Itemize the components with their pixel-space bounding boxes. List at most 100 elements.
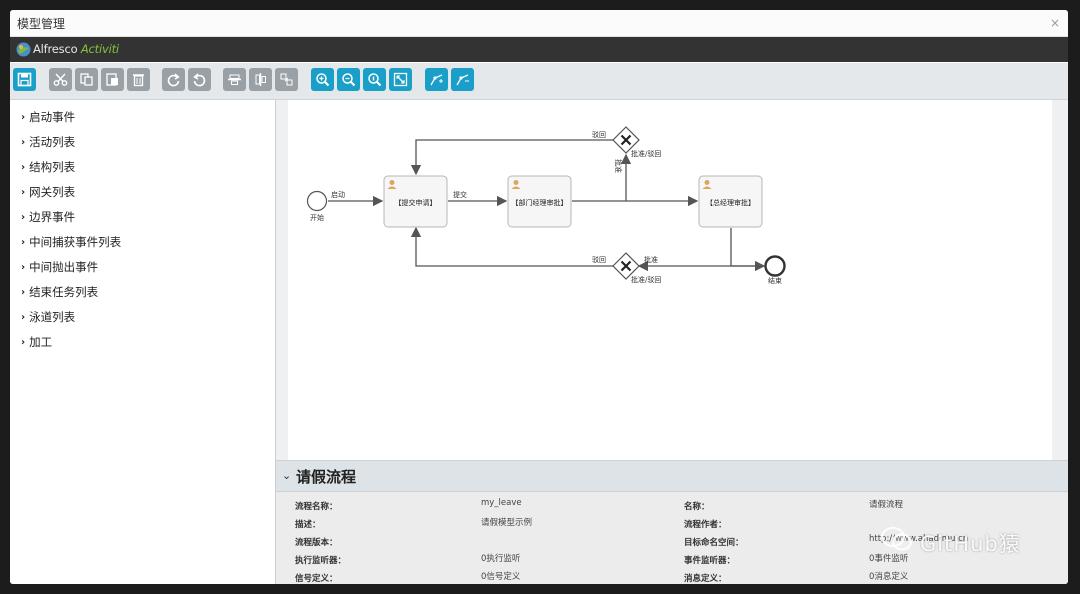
properties-panel: ⌄ 请假流程 流程名称： my_leave 名称： 请假流程 描述： 请假模型示… <box>276 460 1068 584</box>
task-label: 【提交申请】 <box>395 198 437 207</box>
flow-label-approve-reject-bottom: 批准/驳回 <box>631 275 661 284</box>
end-event[interactable] <box>764 255 786 277</box>
task-label: 【部门经理审批】 <box>512 198 568 207</box>
sidebar-item-artifacts[interactable]: ›加工 <box>21 333 52 351</box>
sidebar-item-label: 中间捕获事件列表 <box>29 235 122 249</box>
copy-icon <box>80 73 93 86</box>
same-size-button[interactable] <box>275 68 298 91</box>
prop-value-name[interactable]: 请假流程 <box>869 500 904 510</box>
sidebar-item-end-events[interactable]: ›结束任务列表 <box>21 283 98 301</box>
exclusive-gateway-bottom[interactable] <box>612 252 640 280</box>
chevron-down-icon[interactable]: ⌄ <box>282 469 292 482</box>
prop-label-name: 名称： <box>684 502 710 512</box>
chevron-right-icon: › <box>21 186 26 198</box>
prop-value-process-id[interactable]: my_leave <box>481 498 522 508</box>
sidebar-item-label: 加工 <box>29 335 53 349</box>
prop-label-event-listeners: 事件监听器： <box>684 556 736 566</box>
task-general-manager[interactable]: 【总经理审批】 <box>698 175 763 228</box>
sidebar-item-label: 结构列表 <box>29 160 76 174</box>
sidebar-item-swimlanes[interactable]: ›泳道列表 <box>21 308 75 326</box>
task-label: 【总经理审批】 <box>706 198 755 207</box>
delete-icon <box>133 74 144 87</box>
wechat-watermark-icon <box>881 527 912 551</box>
flow-label-submit: 提交 <box>453 190 467 199</box>
chevron-right-icon: › <box>21 136 26 148</box>
sidebar-item-gateways[interactable]: ›网关列表 <box>21 183 75 201</box>
bendpoint-remove-button[interactable] <box>451 68 474 91</box>
flow-reject-bottom[interactable] <box>410 226 613 267</box>
prop-label-process-id: 流程名称： <box>295 502 338 512</box>
close-icon[interactable]: × <box>1049 16 1060 30</box>
prop-value-signal-definitions[interactable]: 0信号定义 <box>481 572 521 582</box>
bendpoint-remove-icon <box>456 74 469 86</box>
prop-value-execution-listeners[interactable]: 0执行监听 <box>481 554 521 564</box>
delete-button[interactable] <box>127 68 150 91</box>
same-size-icon <box>280 73 293 86</box>
bendpoint-add-icon <box>430 74 443 86</box>
prop-value-namespace[interactable]: http://www.ahad.mu.cn <box>869 534 969 544</box>
properties-title: 请假流程 <box>296 468 357 486</box>
flow-label-reject-top: 驳回 <box>592 131 606 139</box>
brand-name-part1: Alfresco <box>33 42 78 56</box>
shape-palette-sidebar: ›启动事件 ›活动列表 ›结构列表 ›网关列表 ›边界事件 ›中间捕获事件列表 … <box>10 100 276 584</box>
sidebar-item-structural[interactable]: ›结构列表 <box>21 158 75 176</box>
start-event[interactable] <box>306 190 328 212</box>
sidebar-item-intermediate-catch[interactable]: ›中间捕获事件列表 <box>21 233 121 251</box>
zoom-actual-icon <box>368 73 382 87</box>
zoom-in-button[interactable] <box>311 68 334 91</box>
save-button[interactable] <box>13 68 36 91</box>
sidebar-item-intermediate-throw[interactable]: ›中间抛出事件 <box>21 258 98 276</box>
prop-value-event-listeners[interactable]: 0事件监听 <box>869 554 909 564</box>
prop-label-author: 流程作者： <box>684 520 727 530</box>
start-event-label: 开始 <box>310 213 324 222</box>
align-horizontal-icon <box>228 74 241 85</box>
brand-name: Alfresco Activiti <box>33 42 119 56</box>
chevron-right-icon: › <box>21 286 26 298</box>
flow-reject-top[interactable] <box>410 139 613 176</box>
chevron-right-icon: › <box>21 261 26 273</box>
paste-button[interactable] <box>101 68 124 91</box>
zoom-actual-button[interactable] <box>363 68 386 91</box>
sidebar-item-label: 边界事件 <box>29 210 76 224</box>
user-icon <box>702 180 712 189</box>
chevron-right-icon: › <box>21 236 26 248</box>
prop-label-signal-definitions: 信号定义： <box>295 574 338 584</box>
model-manager-window: 模型管理 × Alfresco Activiti <box>10 10 1068 584</box>
end-event-label: 结束 <box>768 276 782 285</box>
prop-label-message-definitions: 消息定义： <box>684 574 727 584</box>
process-canvas[interactable]: 开始 【提交申请】 【部门经理审批】 【总经理审批】 <box>288 100 1052 470</box>
zoom-fit-button[interactable] <box>389 68 412 91</box>
cut-button[interactable] <box>49 68 72 91</box>
zoom-out-icon <box>342 73 356 87</box>
bendpoint-add-button[interactable] <box>425 68 448 91</box>
copy-button[interactable] <box>75 68 98 91</box>
sidebar-item-boundary-events[interactable]: ›边界事件 <box>21 208 75 226</box>
canvas-area: 开始 【提交申请】 【部门经理审批】 【总经理审批】 <box>276 100 1068 470</box>
prop-value-message-definitions[interactable]: 0消息定义 <box>869 572 909 582</box>
align-vertical-icon <box>255 73 266 86</box>
sidebar-item-activities[interactable]: ›活动列表 <box>21 133 75 151</box>
flow-gm-to-end[interactable] <box>730 228 766 272</box>
zoom-out-button[interactable] <box>337 68 360 91</box>
properties-header[interactable]: ⌄ 请假流程 <box>276 461 1068 492</box>
align-vertical-button[interactable] <box>249 68 272 91</box>
chevron-right-icon: › <box>21 336 26 348</box>
prop-value-description[interactable]: 请假模型示例 <box>481 518 533 528</box>
prop-label-version: 流程版本： <box>295 538 338 548</box>
exclusive-gateway-top[interactable] <box>612 126 640 154</box>
chevron-right-icon: › <box>21 211 26 223</box>
chevron-right-icon: › <box>21 111 26 123</box>
prop-label-namespace: 目标命名空间： <box>684 538 744 548</box>
redo-button[interactable] <box>162 68 185 91</box>
task-dept-manager[interactable]: 【部门经理审批】 <box>507 175 572 228</box>
task-submit[interactable]: 【提交申请】 <box>383 175 448 228</box>
paste-icon <box>106 73 118 86</box>
sidebar-item-start-events[interactable]: ›启动事件 <box>21 108 75 126</box>
chevron-right-icon: › <box>21 311 26 323</box>
brand-name-part2: Activiti <box>80 42 119 56</box>
undo-button[interactable] <box>188 68 211 91</box>
flow-label-approve-vertical: 批准 <box>614 159 623 173</box>
bpmn-diagram: 开始 【提交申请】 【部门经理审批】 【总经理审批】 <box>306 126 786 285</box>
user-icon <box>387 180 397 189</box>
align-horizontal-button[interactable] <box>223 68 246 91</box>
